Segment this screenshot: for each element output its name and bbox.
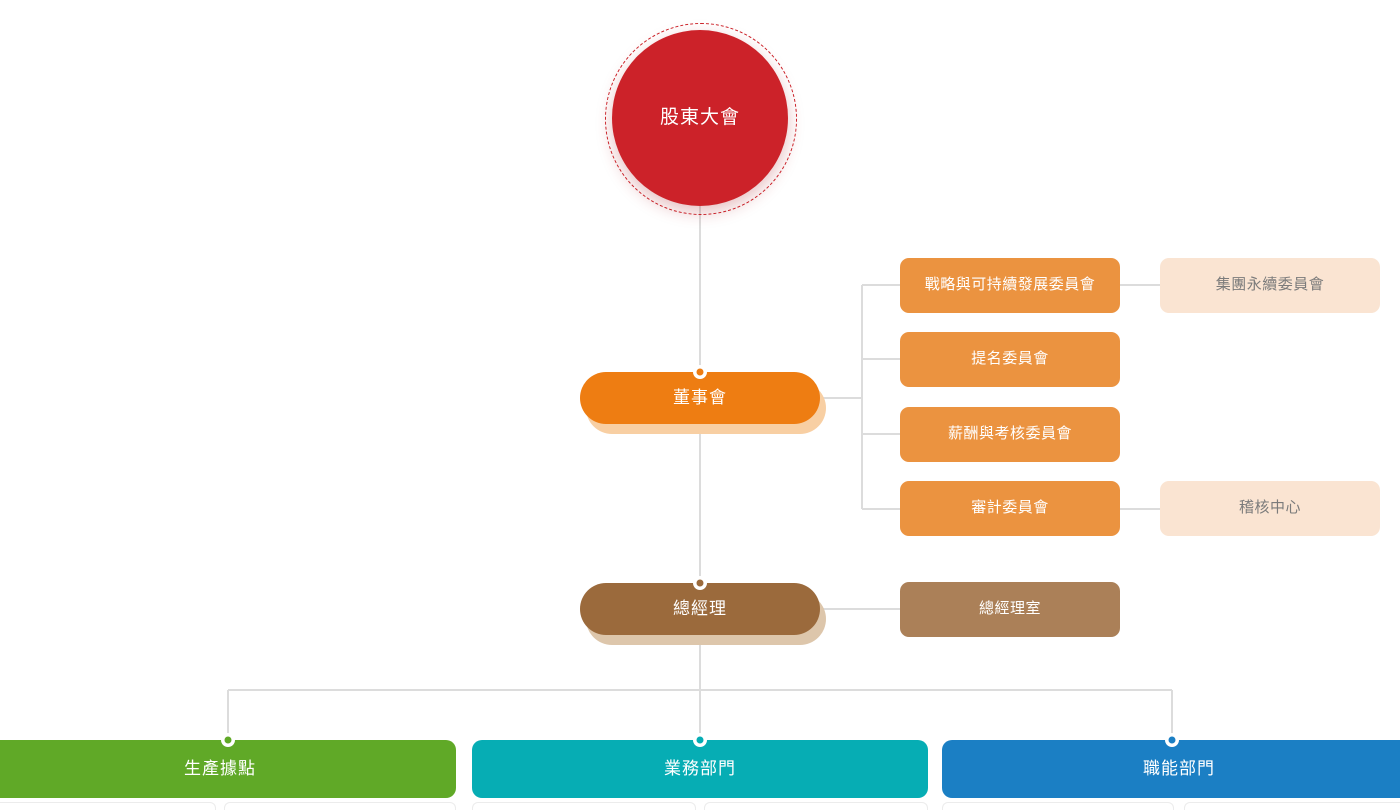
- department-label: 業務部門: [664, 759, 736, 779]
- department-subbox-clipped: [224, 802, 456, 810]
- committee-label: 薪酬與考核委員會: [947, 425, 1072, 443]
- node-audit-center[interactable]: 稽核中心: [1160, 481, 1380, 536]
- committee-label: 提名委員會: [971, 350, 1049, 368]
- node-shareholders-meeting[interactable]: 股東大會: [612, 30, 788, 206]
- gm-office-label: 總經理室: [978, 600, 1041, 618]
- department-label: 職能部門: [1143, 759, 1215, 779]
- shareholders-dashed-ring: [605, 23, 797, 215]
- board-label: 董事會: [673, 388, 727, 408]
- connector-dot-department-functional: [1165, 733, 1179, 747]
- node-group-sustainability-committee[interactable]: 集團永續委員會: [1160, 258, 1380, 313]
- department-subbox-clipped: [1184, 802, 1400, 810]
- node-committee-nomination[interactable]: 提名委員會: [900, 332, 1120, 387]
- subunit-label: 集團永續委員會: [1215, 276, 1325, 294]
- connector-dot-department-business: [693, 733, 707, 747]
- node-general-manager[interactable]: 總經理: [580, 583, 820, 635]
- department-label: 生產據點: [184, 759, 256, 779]
- node-board-of-directors[interactable]: 董事會: [580, 372, 820, 424]
- committee-label: 審計委員會: [971, 499, 1049, 517]
- node-committee-audit[interactable]: 審計委員會: [900, 481, 1120, 536]
- node-department-business[interactable]: 業務部門: [472, 740, 928, 798]
- node-general-manager-office[interactable]: 總經理室: [900, 582, 1120, 637]
- node-committee-compensation-assessment[interactable]: 薪酬與考核委員會: [900, 407, 1120, 462]
- department-subbox-clipped: [472, 802, 696, 810]
- subunit-label: 稽核中心: [1238, 499, 1301, 517]
- department-subbox-clipped: [704, 802, 928, 810]
- committee-label: 戰略與可持續發展委員會: [924, 276, 1096, 294]
- department-subbox-clipped: [0, 802, 216, 810]
- node-committee-strategy-sustainability[interactable]: 戰略與可持續發展委員會: [900, 258, 1120, 313]
- connector-dot-board: [693, 365, 707, 379]
- node-department-production-sites[interactable]: 生產據點: [0, 740, 456, 798]
- connector-dot-gm: [693, 576, 707, 590]
- department-subbox-clipped: [942, 802, 1174, 810]
- gm-label: 總經理: [673, 599, 727, 619]
- shareholders-label: 股東大會: [659, 107, 740, 129]
- node-department-functional[interactable]: 職能部門: [942, 740, 1400, 798]
- connector-dot-department-production: [221, 733, 235, 747]
